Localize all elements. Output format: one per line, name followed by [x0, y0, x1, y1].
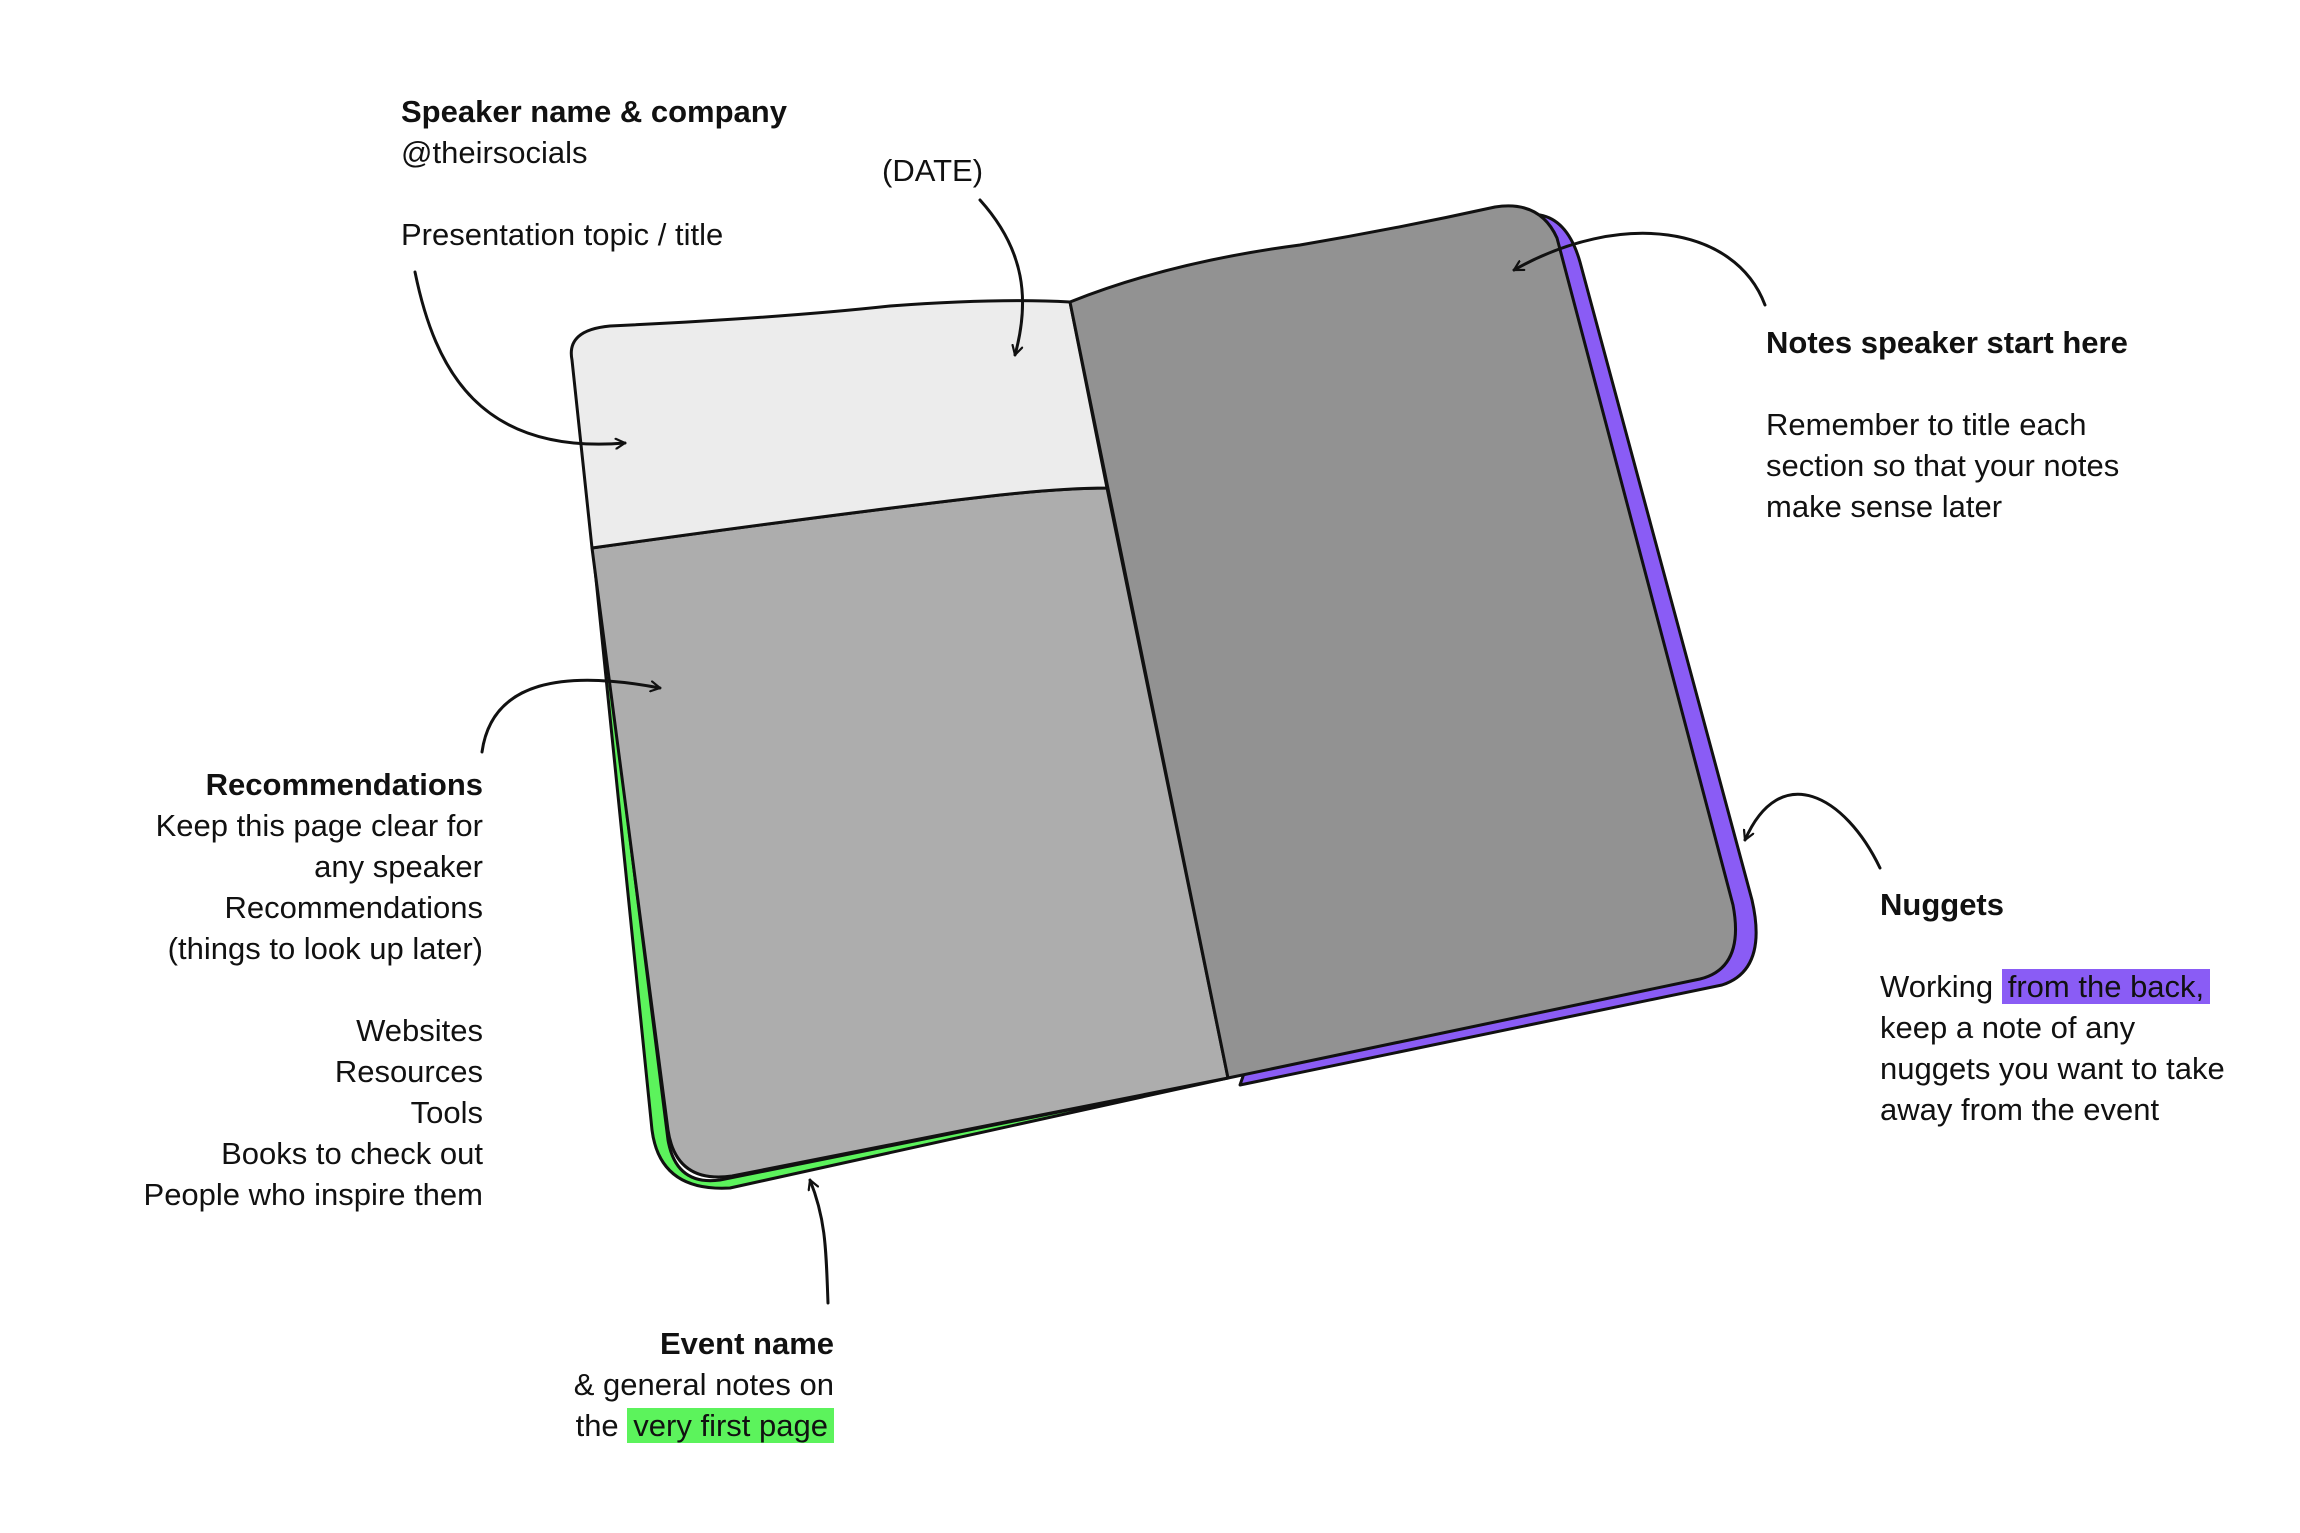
event-title: Event name [659, 1326, 834, 1361]
notes-line: make sense later [1766, 489, 2003, 524]
recommendations-line: Keep this page clear for [155, 808, 483, 843]
speaker-title: Speaker name & company [401, 94, 787, 129]
recommendations-item: Websites [356, 1013, 483, 1048]
speaker-label: Speaker name & company @theirsocials Pre… [401, 91, 787, 255]
recommendations-line: Recommendations [224, 890, 483, 925]
event-arrow [810, 1178, 830, 1305]
event-highlight: very first page [627, 1408, 834, 1443]
date-text: (DATE) [882, 153, 984, 188]
recommendations-line: (things to look up later) [167, 931, 483, 966]
speaker-arrow [413, 270, 627, 444]
recommendations-item: People who inspire them [143, 1177, 483, 1212]
notes-line: section so that your notes [1766, 448, 2120, 483]
notes-title: Notes speaker start here [1766, 325, 2128, 360]
event-line: the very first page [574, 1405, 834, 1446]
event-line: & general notes on [573, 1367, 834, 1402]
nuggets-line: keep a note of any [1880, 1010, 2136, 1045]
nuggets-title: Nuggets [1880, 887, 2004, 922]
recommendations-title: Recommendations [205, 767, 483, 802]
notes-line: Remember to title each [1766, 407, 2087, 442]
speaker-topic: Presentation topic / title [401, 217, 724, 252]
nuggets-line: away from the event [1880, 1092, 2160, 1127]
front-cover [588, 518, 1230, 1190]
right-page [1068, 204, 1737, 1080]
nuggets-label: Nuggets Working from the back, keep a no… [1880, 884, 2225, 1130]
nuggets-arrow [1745, 792, 1882, 870]
nuggets-highlight: from the back, [2001, 969, 2211, 1004]
nuggets-line: Working from the back, [1880, 966, 2225, 1007]
event-text: the [575, 1408, 628, 1443]
header-page [569, 299, 1109, 550]
recommendations-item: Books to check out [221, 1136, 483, 1171]
speaker-social: @theirsocials [401, 135, 588, 170]
date-label: (DATE) [882, 150, 983, 191]
event-label: Event name & general notes on the very f… [574, 1323, 834, 1446]
notes-label: Notes speaker start here Remember to tit… [1766, 322, 2128, 527]
date-arrow [978, 198, 1025, 357]
nuggets-text: Working [1880, 969, 2002, 1004]
recommendations-arrow [480, 678, 662, 754]
recommendations-label: Recommendations Keep this page clear for… [144, 764, 483, 1215]
recommendations-line: any speaker [314, 849, 483, 884]
recommendations-item: Tools [410, 1095, 483, 1130]
recommendations-item: Resources [334, 1054, 483, 1089]
nuggets-line: nuggets you want to take [1880, 1051, 2225, 1086]
notes-arrow [1512, 231, 1767, 307]
